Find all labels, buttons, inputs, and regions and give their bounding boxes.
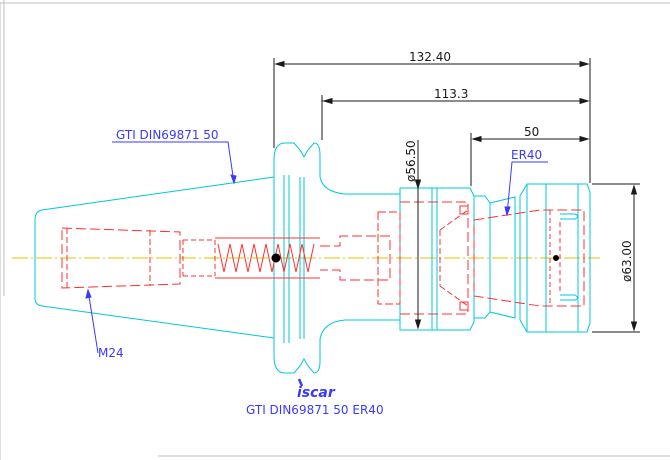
iscar-logo: iscar [297,378,336,401]
collet-leader [506,161,548,216]
part-name-label: GTI DIN69871 50 ER40 [246,403,384,417]
logo-text: iscar [297,385,336,401]
retention-thread [182,239,216,277]
leader-lines [85,141,548,354]
dimension-length-50: 50 [524,125,539,139]
holder-outline [34,142,591,374]
dimension-lines [273,58,640,333]
dimension-overall-length: 132.40 [409,50,451,64]
collet [473,209,585,307]
taper-shank [34,176,275,339]
taper-leader [112,141,235,184]
spring-coil [217,243,315,273]
dimension-flange-diameter: ø56.50 [404,140,418,182]
taper-spec-label: GTI DIN69871 50 [116,128,219,142]
collet-spec-label: ER40 [511,148,542,162]
hidden-lines [61,201,585,315]
coolant-tube [320,235,391,281]
pull-stud-bore [61,227,181,289]
thread-leader [87,289,99,354]
neck [319,176,400,340]
collet-seat [474,195,491,319]
clamping-nut [519,183,591,333]
dimension-length-113: 113.3 [434,87,468,101]
thread-spec-label: M24 [98,346,124,360]
body [399,187,475,331]
collet-taper [377,211,401,305]
dimension-nut-diameter: ø63.00 [620,240,634,282]
